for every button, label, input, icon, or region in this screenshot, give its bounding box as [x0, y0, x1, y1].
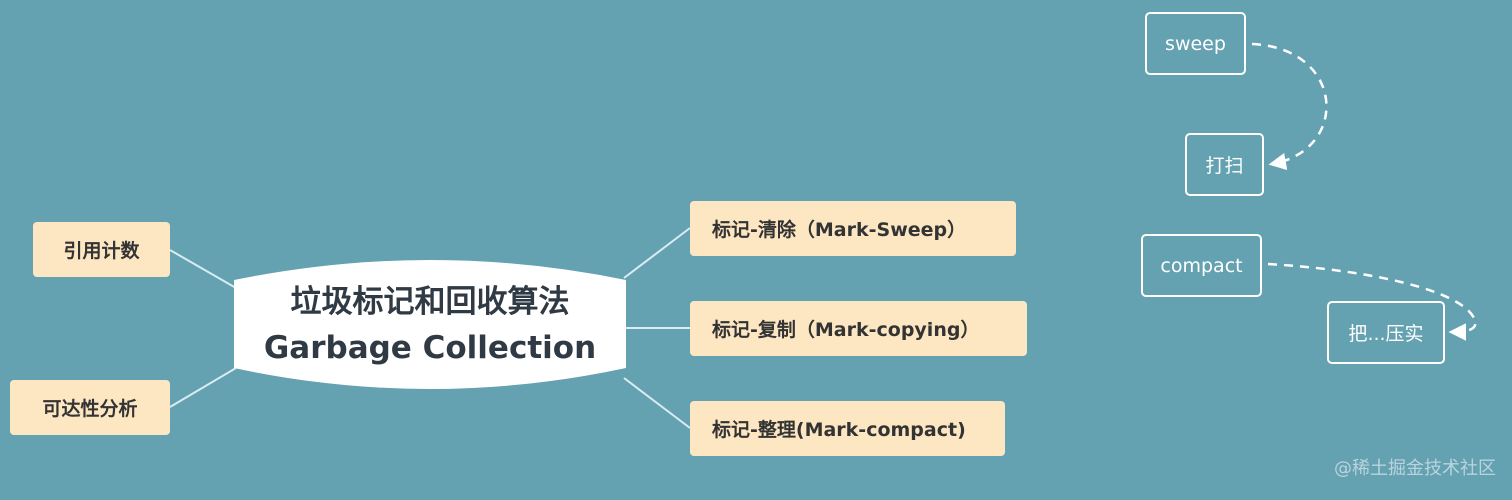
connector-center-to-reachability — [169, 367, 237, 408]
branch-mark-sweep: 标记-清除（Mark-Sweep） — [690, 201, 1016, 256]
meaning-compact-box: 把...压实 — [1327, 301, 1445, 364]
meaning-sweep-box: 打扫 — [1185, 133, 1264, 196]
term-compact: compact — [1160, 254, 1243, 277]
term-compact-box: compact — [1141, 234, 1262, 297]
branch-mark-copying-label: 标记-复制（Mark-copying） — [712, 319, 980, 341]
branch-reference-counting-label: 引用计数 — [63, 240, 140, 262]
connector-center-to-mark-compact — [623, 377, 691, 429]
branch-mark-compact: 标记-整理(Mark-compact) — [690, 401, 1005, 456]
term-sweep: sweep — [1165, 32, 1226, 55]
branch-mark-sweep-label: 标记-清除（Mark-Sweep） — [712, 219, 967, 241]
watermark: @稀土掘金技术社区 — [1334, 458, 1496, 479]
connector-center-to-mark-sweep — [623, 227, 691, 279]
center-node-title-zh: 垃圾标记和回收算法 — [290, 284, 570, 320]
center-node-title-en: Garbage Collection — [263, 330, 597, 366]
arrow-compact-to-meaning — [1267, 262, 1477, 341]
branch-mark-copying: 标记-复制（Mark-copying） — [690, 301, 1027, 356]
arrow-sweep-to-meaning — [1251, 42, 1328, 171]
branch-reachability-analysis-label: 可达性分析 — [42, 398, 138, 420]
meaning-compact: 把...压实 — [1348, 323, 1424, 345]
center-node-shape — [234, 260, 626, 389]
meaning-sweep: 打扫 — [1205, 155, 1244, 177]
branch-mark-compact-label: 标记-整理(Mark-compact) — [712, 419, 966, 441]
branch-reachability-analysis: 可达性分析 — [10, 380, 170, 435]
branch-reference-counting: 引用计数 — [33, 222, 170, 277]
connector-center-to-ref-count — [169, 249, 237, 289]
center-node: 垃圾标记和回收算法 Garbage Collection — [234, 280, 626, 370]
term-sweep-box: sweep — [1145, 12, 1246, 75]
